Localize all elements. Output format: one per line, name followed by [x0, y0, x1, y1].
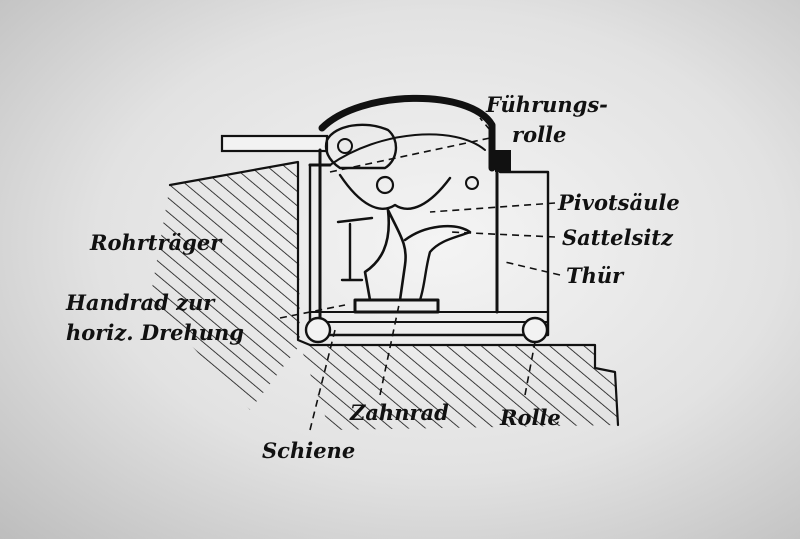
label-thuer: Thür [566, 263, 625, 288]
leader-fuehrungsrolle [479, 117, 491, 131]
roller-right [521, 316, 549, 344]
label-pivotsaeule: Pivotsäule [557, 190, 680, 215]
embankment-outline [168, 160, 620, 427]
breech-wheel [337, 138, 353, 154]
hatched-ground-right [300, 345, 618, 430]
seat-support [403, 225, 472, 302]
door-hinge [495, 150, 511, 172]
label-rohrtraeger: Rohrträger [89, 230, 223, 255]
leader-thuer [504, 261, 561, 276]
leader-rolle [524, 341, 536, 396]
leader-rohrtraeger [329, 137, 491, 173]
guide-rail-line [329, 133, 486, 166]
label-fuehrungs: Führungs- [485, 92, 608, 117]
label-sattelsitz: Sattelsitz [562, 225, 674, 250]
roller-left [304, 316, 332, 344]
column-base [353, 298, 440, 314]
label-schiene: Schiene [262, 438, 355, 463]
hatched-left-embankment [150, 162, 300, 410]
pivot-yoke [338, 173, 452, 210]
leader-pivotsaeule [429, 202, 556, 213]
label-zahnrad: Zahnrad [349, 400, 449, 425]
label-handrad-2: horiz. Drehung [66, 320, 244, 345]
guide-roller-arc [318, 94, 496, 172]
label-rolle-top: rolle [512, 122, 566, 147]
leader-schiene [309, 329, 336, 431]
leader-sattelsitz [449, 231, 556, 238]
saddle-seat [336, 216, 374, 282]
gun-barrel [220, 134, 329, 153]
turret-frame [308, 163, 550, 337]
handwheel [375, 175, 395, 195]
label-rolle: Rolle [499, 405, 561, 430]
leader-zahnrad [379, 299, 401, 396]
gun-breech [324, 123, 398, 170]
label-handrad-1: Handrad zur [65, 290, 216, 315]
guide-wheel-small [465, 176, 479, 190]
pivot-column [363, 208, 407, 302]
